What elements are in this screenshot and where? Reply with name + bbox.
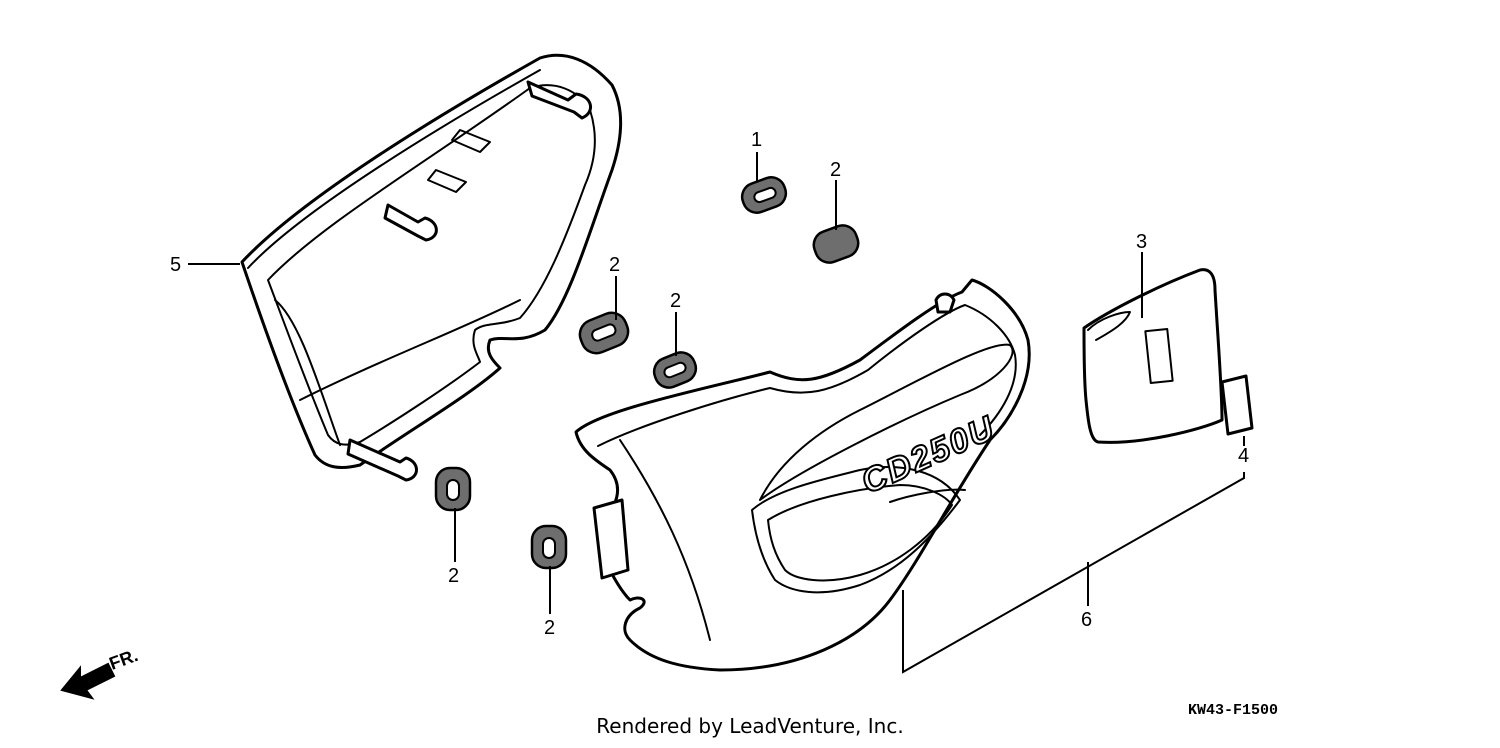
grommet-d[interactable]	[434, 466, 472, 512]
front-direction-arrow: FR.	[60, 645, 141, 700]
grommet-part-1[interactable]	[738, 173, 790, 216]
callout-2-mid-left: 2	[609, 254, 620, 276]
callout-6: 6	[1081, 609, 1092, 631]
leader-lines	[188, 152, 1245, 674]
callout-2-lower: 2	[544, 617, 555, 639]
footer-credit: Rendered by LeadVenture, Inc.	[596, 714, 904, 738]
emblem-decal-part-3[interactable]	[1082, 268, 1224, 444]
label-part-4[interactable]	[1220, 374, 1254, 436]
callout-5: 5	[170, 254, 181, 276]
callout-2-mid-right: 2	[670, 290, 681, 312]
callout-4: 4	[1238, 445, 1249, 467]
callout-3: 3	[1136, 231, 1147, 253]
right-side-cover-part-6[interactable]: CD250U	[574, 278, 1031, 672]
callout-2-lower-left: 2	[448, 565, 459, 587]
left-side-cover-part-5[interactable]	[240, 53, 623, 482]
direction-label: FR.	[107, 645, 141, 674]
callout-labels: 5 1 2 2 2 2 2 3 4 6	[170, 129, 1249, 639]
callout-1: 1	[751, 129, 762, 151]
grommet-c[interactable]	[650, 348, 700, 392]
grommet-b[interactable]	[575, 308, 632, 358]
grommet-a[interactable]	[810, 221, 862, 266]
diagram-code: KW43-F1500	[1188, 702, 1278, 719]
callout-2-top: 2	[830, 159, 841, 181]
arrow-icon	[60, 662, 116, 700]
grommet-e[interactable]	[530, 524, 568, 570]
